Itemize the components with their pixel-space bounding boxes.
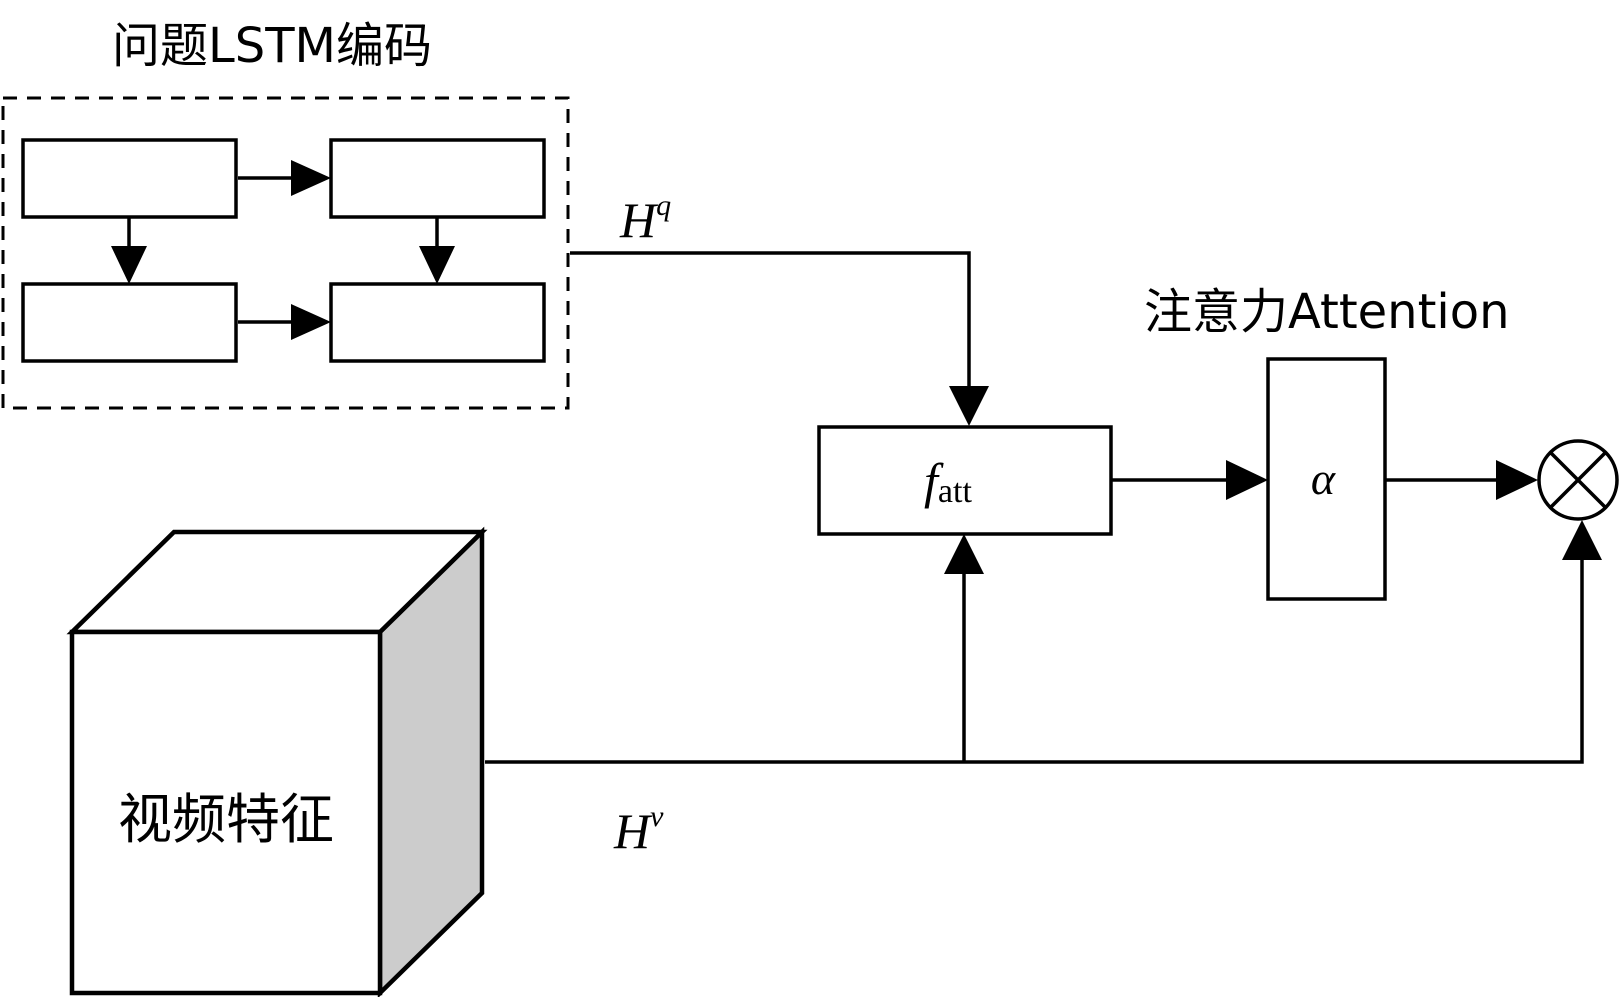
- hq-label: Hq: [619, 189, 671, 248]
- hv-label: Hv: [613, 800, 664, 859]
- lstm-arrowhead-right-down: [419, 246, 455, 284]
- fatt-block: fatt: [817, 425, 1113, 536]
- lstm-cell-top-right: [329, 138, 546, 219]
- lstm-arrowhead-left-down: [111, 246, 147, 284]
- hq-arrowhead: [949, 386, 989, 426]
- hv-to-fatt-arrowhead: [944, 534, 984, 574]
- multiply-cross-b: [1549, 451, 1607, 509]
- lstm-encoder-group: 问题LSTM编码: [1, 18, 570, 410]
- lstm-cell-bottom-left: [21, 282, 238, 363]
- hq-line: [570, 251, 971, 392]
- fatt-to-alpha-arrowhead: [1226, 460, 1268, 500]
- hv-connection: Hv: [485, 520, 1602, 859]
- hq-connection: Hq: [570, 189, 989, 426]
- attention-block: 注意力Attention α: [1144, 284, 1510, 601]
- cube-front-face: [69, 629, 383, 996]
- attention-title: 注意力Attention: [1144, 284, 1510, 340]
- lstm-arrowhead-top: [291, 160, 331, 196]
- hv-to-multiply-arrowhead: [1562, 520, 1602, 560]
- video-feature-cube: 视频特征: [66, 526, 488, 997]
- lstm-dashed-frame: [1, 96, 570, 410]
- video-feature-label: 视频特征: [118, 788, 334, 851]
- alpha-label: α: [1311, 453, 1336, 504]
- lstm-title: 问题LSTM编码: [112, 18, 432, 74]
- fatt-box: [817, 425, 1113, 536]
- alpha-to-multiply-arrowhead: [1496, 460, 1538, 500]
- hv-main-line: [485, 560, 1584, 764]
- lstm-arrowhead-bottom: [291, 304, 331, 340]
- alpha-box: [1266, 357, 1387, 601]
- multiply-symbol-icon: [1537, 439, 1619, 521]
- lstm-cell-bottom-right: [329, 282, 546, 363]
- lstm-cell-top-left: [21, 138, 238, 219]
